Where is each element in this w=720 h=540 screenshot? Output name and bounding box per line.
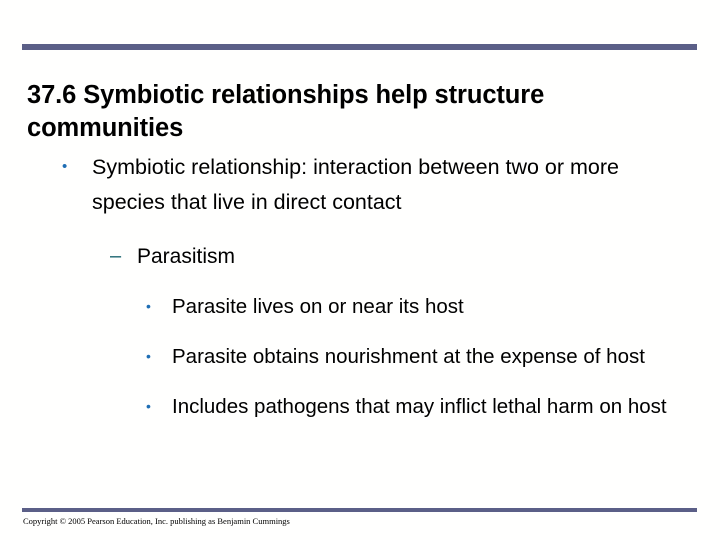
bullet-dot-icon: • [146, 398, 151, 414]
list-item: • Parasite obtains nourishment at the ex… [0, 340, 720, 374]
page-title: 37.6 Symbiotic relationships help struct… [27, 81, 545, 143]
list-item: • Includes pathogens that may inflict le… [0, 390, 720, 424]
list-item: • Symbiotic relationship: interaction be… [0, 150, 720, 220]
footer-divider-rule [22, 508, 697, 512]
list-item-label: Includes pathogens that may inflict leth… [172, 395, 667, 418]
list-item-label: Parasitism [137, 245, 236, 268]
list-item-label: Symbiotic relationship: interaction betw… [92, 155, 620, 214]
title-divider-rule [22, 44, 697, 50]
bullet-dot-icon: • [146, 298, 151, 314]
list-item-label: Parasite obtains nourishment at the expe… [172, 345, 645, 368]
list-item: – Parasitism [0, 240, 720, 274]
bullet-dot-icon: • [62, 158, 68, 175]
list-item: • Parasite lives on or near its host [0, 290, 720, 324]
bullet-dash-icon: – [110, 245, 122, 267]
slide-body-outline: • Symbiotic relationship: interaction be… [0, 150, 720, 424]
bullet-dot-icon: • [146, 348, 151, 364]
list-item-label: Parasite lives on or near its host [172, 295, 464, 318]
copyright-notice: Copyright © 2005 Pearson Education, Inc.… [23, 516, 290, 526]
